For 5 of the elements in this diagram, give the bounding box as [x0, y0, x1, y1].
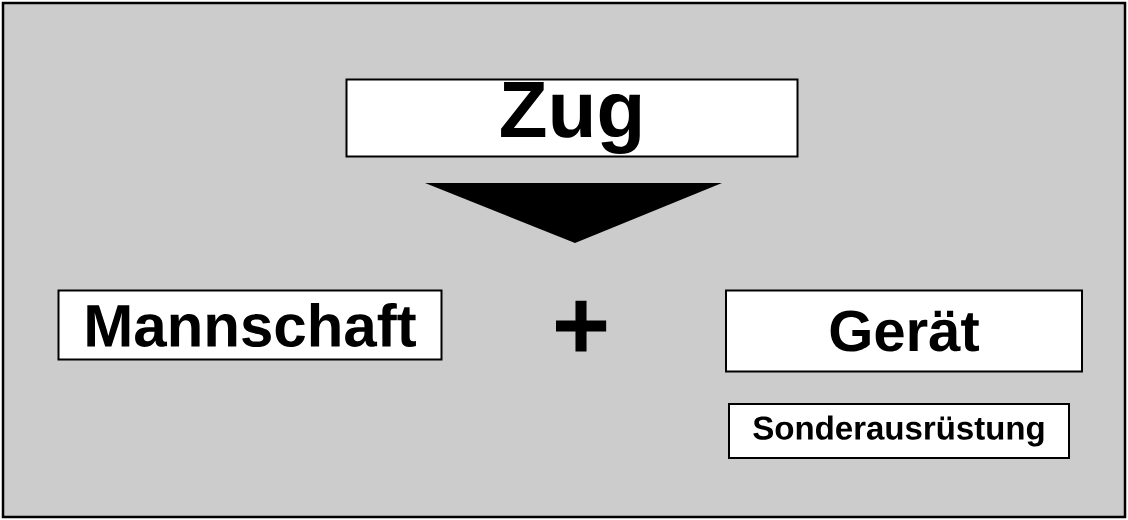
- text-box: Zug: [345, 78, 799, 158]
- text-box: Sonderausrüstung: [728, 403, 1070, 459]
- plus-sign: +: [556, 300, 607, 352]
- text-box: Mannschaft: [57, 289, 443, 361]
- text-box: Gerät: [725, 289, 1083, 373]
